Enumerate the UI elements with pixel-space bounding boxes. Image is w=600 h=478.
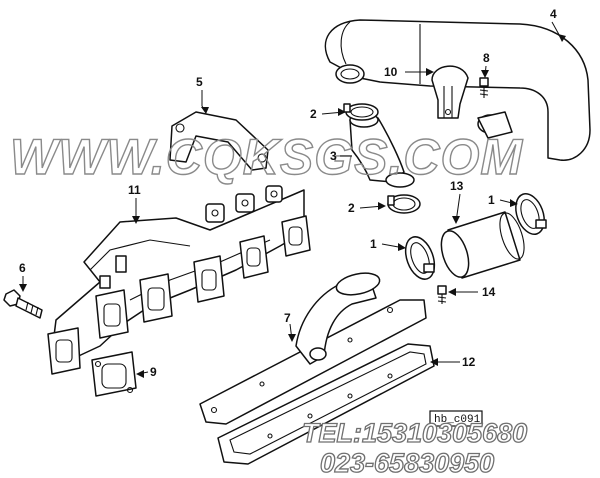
callout-5: 5 (196, 75, 203, 89)
callout-2-lower: 2 (348, 201, 355, 215)
part-plate-9 (199, 272, 427, 425)
callout-7: 8 (483, 51, 490, 65)
callout-6: 6 (19, 261, 26, 275)
callout-12: 12 (462, 355, 476, 369)
watermark-tel: TEL:15310305680 (302, 418, 527, 448)
figure-id-box: hb_c091 (429, 410, 483, 427)
part-gasket-8 (91, 351, 137, 397)
callout-13: 13 (450, 179, 464, 193)
callout-3: 3 (330, 149, 337, 163)
part-screw-7 (479, 77, 489, 98)
callout-2-upper: 2 (310, 107, 317, 121)
part-clamp-2-upper (343, 103, 379, 121)
part-bracket-5 (169, 111, 269, 171)
callout-8: 9 (150, 365, 157, 379)
callout-1-right: 1 (488, 193, 495, 207)
part-bracket-10 (431, 65, 469, 119)
callout-10: 10 (384, 65, 398, 79)
part-bolt-6 (3, 289, 43, 319)
callout-11: 11 (128, 183, 141, 197)
callout-14: 14 (482, 285, 496, 299)
part-clamp-1-right (515, 193, 547, 235)
callout-4: 4 (550, 7, 557, 21)
part-screw-14 (437, 285, 447, 304)
callout-leaders (19, 21, 566, 378)
callout-9: 7 (284, 311, 291, 325)
watermark-phone: 023-65830950 (320, 448, 494, 478)
part-gasket-12 (217, 343, 435, 465)
part-manifold-11 (47, 185, 311, 375)
part-clamp-1-left (404, 236, 436, 280)
part-tube-13 (440, 211, 525, 279)
callout-1-left: 1 (370, 237, 377, 251)
watermark-site: WWW.CQKSGS.COM (10, 129, 523, 185)
part-clamp-2-lower (387, 194, 421, 214)
part-hose-4 (324, 19, 591, 161)
figure-id: hb_c091 (434, 414, 481, 426)
